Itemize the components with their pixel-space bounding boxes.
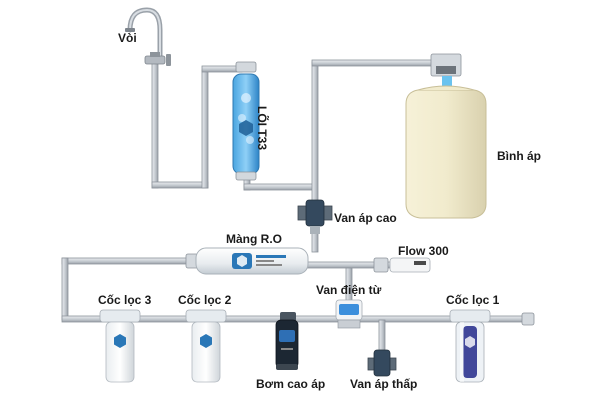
low-pressure-valve (367, 349, 397, 377)
label-high-pressure-valve: Van áp cao (334, 211, 397, 225)
label-filter-3: Cốc lọc 3 (98, 293, 152, 307)
label-filter-2: Cốc lọc 2 (178, 293, 232, 307)
ro-membrane (185, 247, 309, 275)
filter-cup-3 (99, 309, 141, 383)
label-solenoid: Van điện từ (316, 283, 382, 297)
label-faucet: Vòi (118, 31, 137, 45)
filter-cup-2 (185, 309, 227, 383)
filter-cup-1 (449, 309, 491, 383)
label-ro-membrane: Màng R.O (226, 232, 282, 246)
label-filter-1: Cốc lọc 1 (446, 293, 500, 307)
flow-restrictor (373, 257, 431, 273)
label-tank: Bình áp (497, 149, 541, 163)
label-pump: Bơm cao áp (256, 377, 325, 391)
faucet-graphic (125, 7, 171, 66)
t33-cartridge (232, 61, 260, 181)
label-t33: LÕI T33 (255, 106, 270, 150)
high-pressure-valve (297, 199, 333, 234)
solenoid-valve (335, 299, 363, 329)
inlet-fitting (521, 312, 535, 326)
pressure-tank (405, 53, 487, 219)
booster-pump (275, 312, 299, 370)
label-low-pressure-valve: Van áp thấp (350, 377, 417, 391)
label-flow: Flow 300 (398, 244, 449, 258)
